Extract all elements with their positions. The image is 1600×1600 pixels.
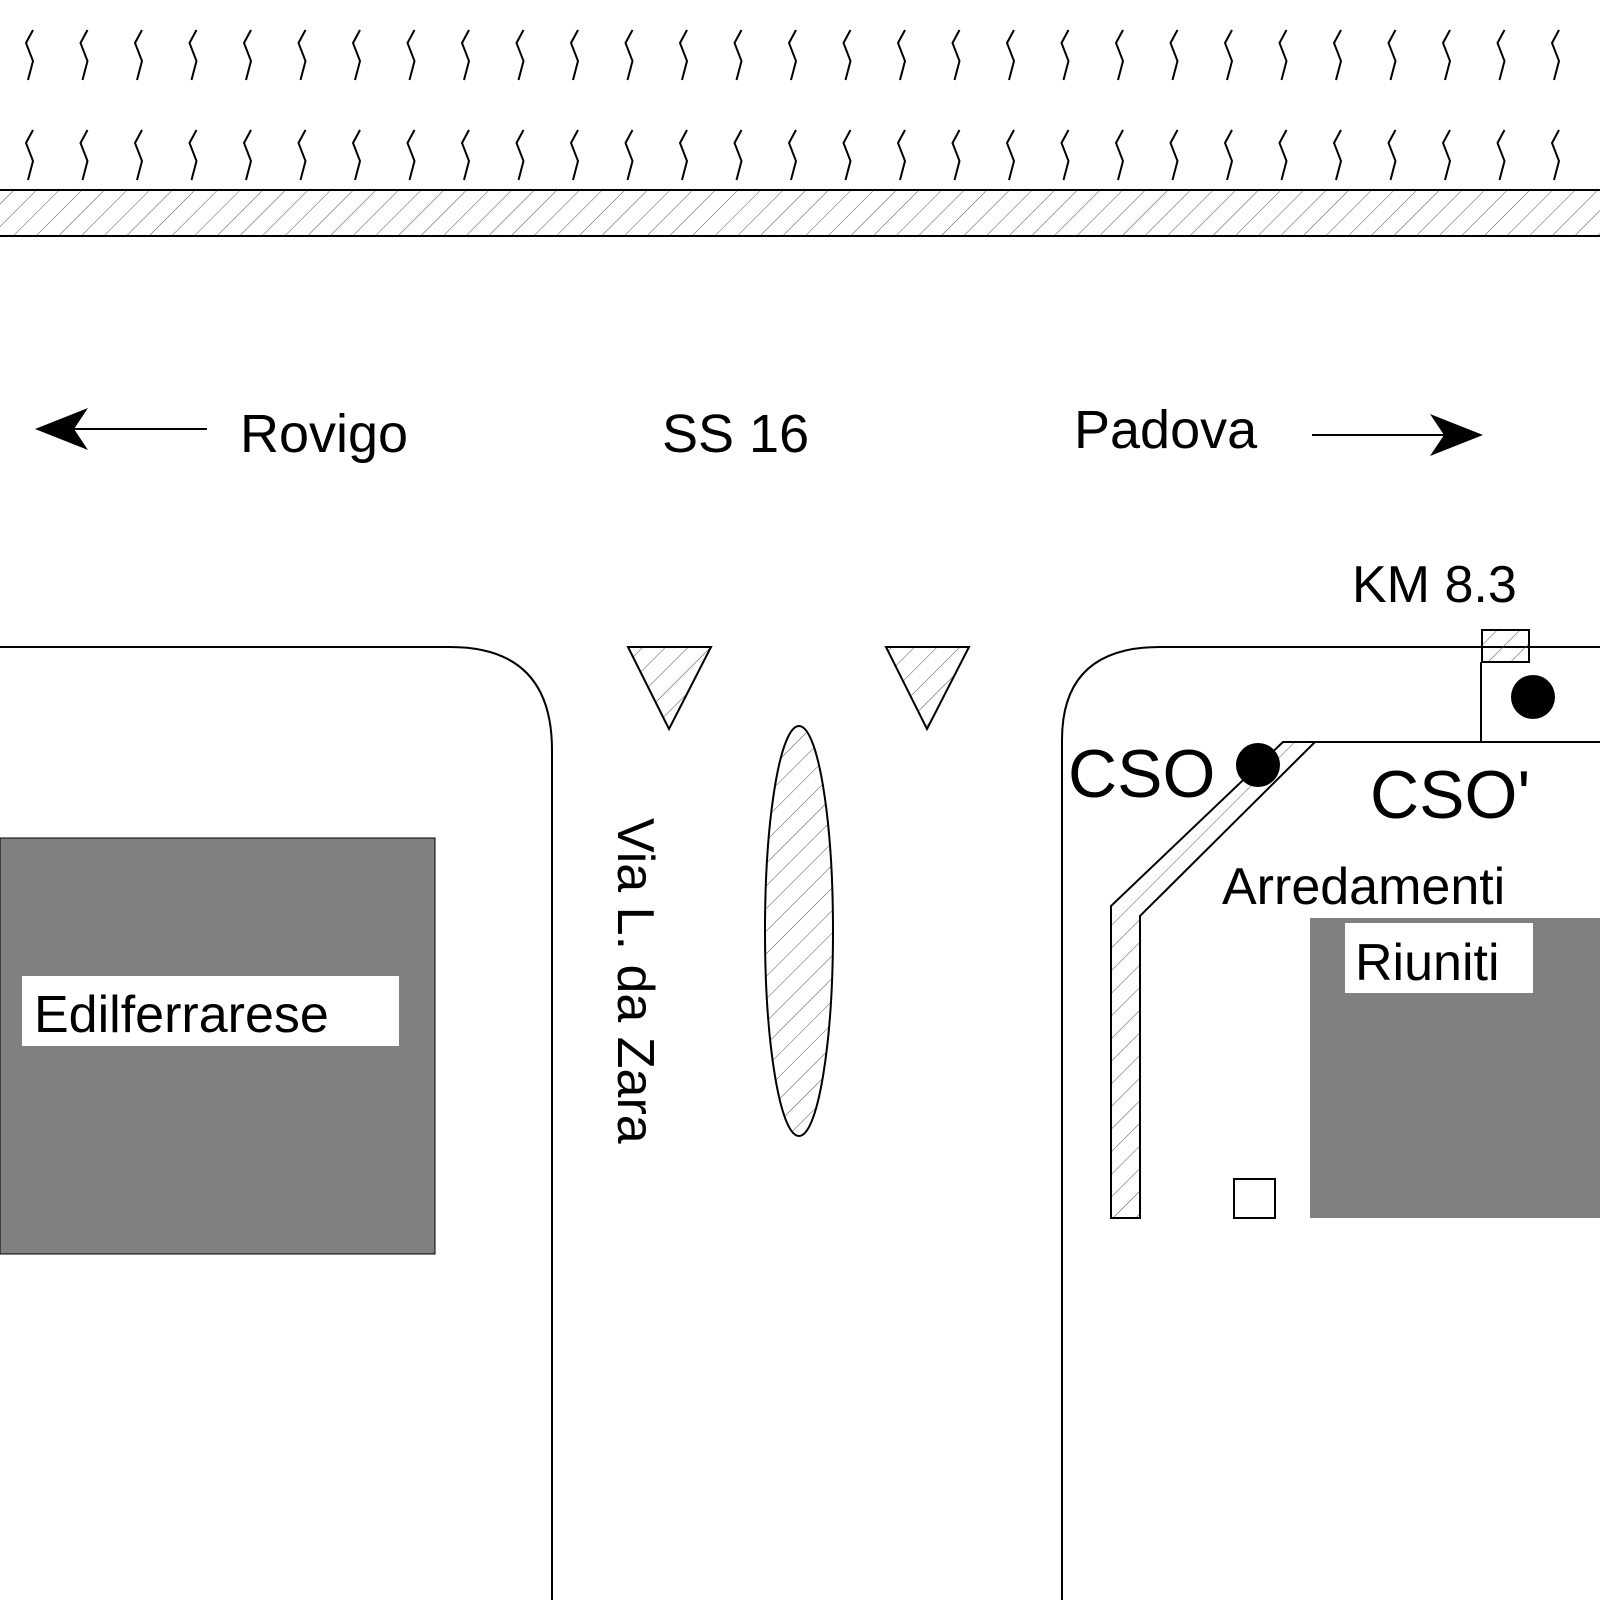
building-label-right-line1: Arredamenti: [1222, 858, 1505, 916]
wave-icon: [1550, 29, 1561, 81]
wave-icon: [624, 129, 634, 181]
wave-icon: [133, 129, 144, 181]
wave-icon: [1387, 129, 1397, 181]
water-wave-symbols: [24, 29, 1561, 181]
wave-icon: [297, 29, 307, 81]
wave-icon: [351, 129, 362, 181]
wave-icon: [1278, 129, 1288, 181]
wave-icon: [1441, 129, 1452, 181]
wave-icon: [1550, 129, 1561, 181]
wave-icon: [1060, 129, 1070, 181]
wave-icon: [351, 29, 362, 81]
wave-icon: [1005, 29, 1016, 81]
wave-icon: [1387, 29, 1397, 81]
wave-icon: [1332, 129, 1343, 181]
wave-icon: [951, 129, 961, 181]
wave-icon: [297, 129, 307, 181]
destination-rovigo: Rovigo: [240, 404, 408, 464]
wave-icon: [460, 129, 471, 181]
wave-icon: [1114, 129, 1125, 181]
wave-icon: [24, 29, 35, 81]
wave-icon: [624, 29, 634, 81]
wave-icon: [1496, 29, 1506, 81]
wave-icon: [79, 129, 89, 181]
wave-icon: [1060, 29, 1070, 81]
road-name: SS 16: [662, 404, 809, 464]
wave-icon: [1223, 29, 1234, 81]
km-marker-post: [1480, 629, 1530, 742]
cso-point-icon: [1236, 743, 1280, 787]
yield-triangle-icon: [884, 646, 971, 732]
road-edges: [0, 646, 1600, 1600]
building-arredamenti-riuniti: Riuniti: [1310, 918, 1600, 1218]
wave-icon: [24, 129, 35, 181]
wave-icon: [242, 29, 253, 81]
cso-prime-label: CSO': [1370, 757, 1530, 833]
wave-icon: [896, 29, 907, 81]
building-label-left: Edilferrarese: [34, 986, 329, 1044]
small-box-marker: [1233, 1178, 1276, 1219]
traffic-island: [764, 725, 834, 1137]
arrow-right-icon: [1312, 414, 1483, 456]
wave-icon: [515, 129, 525, 181]
arrow-left-icon: [35, 408, 207, 450]
wave-icon: [79, 29, 89, 81]
wave-icon: [188, 29, 198, 81]
wave-icon: [787, 29, 798, 81]
wave-icon: [188, 129, 198, 181]
cso-label: CSO: [1068, 736, 1215, 812]
km-marker-label: KM 8.3: [1352, 556, 1517, 614]
building-label-right-line2: Riuniti: [1355, 934, 1500, 992]
wave-icon: [733, 129, 743, 181]
wave-icon: [569, 29, 580, 81]
wave-icon: [842, 129, 852, 181]
wave-icon: [951, 29, 961, 81]
wave-icon: [1441, 29, 1452, 81]
wave-icon: [842, 29, 852, 81]
yield-sign-icons: [626, 646, 971, 732]
wave-icon: [1332, 29, 1343, 81]
wave-icon: [1114, 29, 1125, 81]
wave-icon: [242, 129, 253, 181]
wave-icon: [569, 129, 580, 181]
wave-icon: [733, 29, 743, 81]
wave-icon: [1278, 29, 1288, 81]
wave-icon: [1223, 129, 1234, 181]
wave-icon: [1005, 129, 1016, 181]
side-street-label: Via L. da Zara: [606, 818, 664, 1144]
wave-icon: [406, 29, 416, 81]
wave-icon: [1169, 129, 1179, 181]
wave-icon: [1496, 129, 1506, 181]
building-edilferrarese: Edilferrarese: [0, 837, 436, 1255]
wave-icon: [896, 129, 907, 181]
wave-icon: [406, 129, 416, 181]
yield-triangle-icon: [626, 646, 713, 732]
wave-icon: [460, 29, 471, 81]
wave-icon: [787, 129, 798, 181]
cso-prime-point-icon: [1511, 675, 1555, 719]
destination-padova: Padova: [1074, 400, 1258, 460]
wave-icon: [1169, 29, 1179, 81]
wave-icon: [678, 29, 689, 81]
wave-icon: [515, 29, 525, 81]
railway-embankment: [0, 189, 1600, 237]
wave-icon: [133, 29, 144, 81]
wave-icon: [678, 129, 689, 181]
sidewalk-path: [1110, 741, 1600, 1219]
